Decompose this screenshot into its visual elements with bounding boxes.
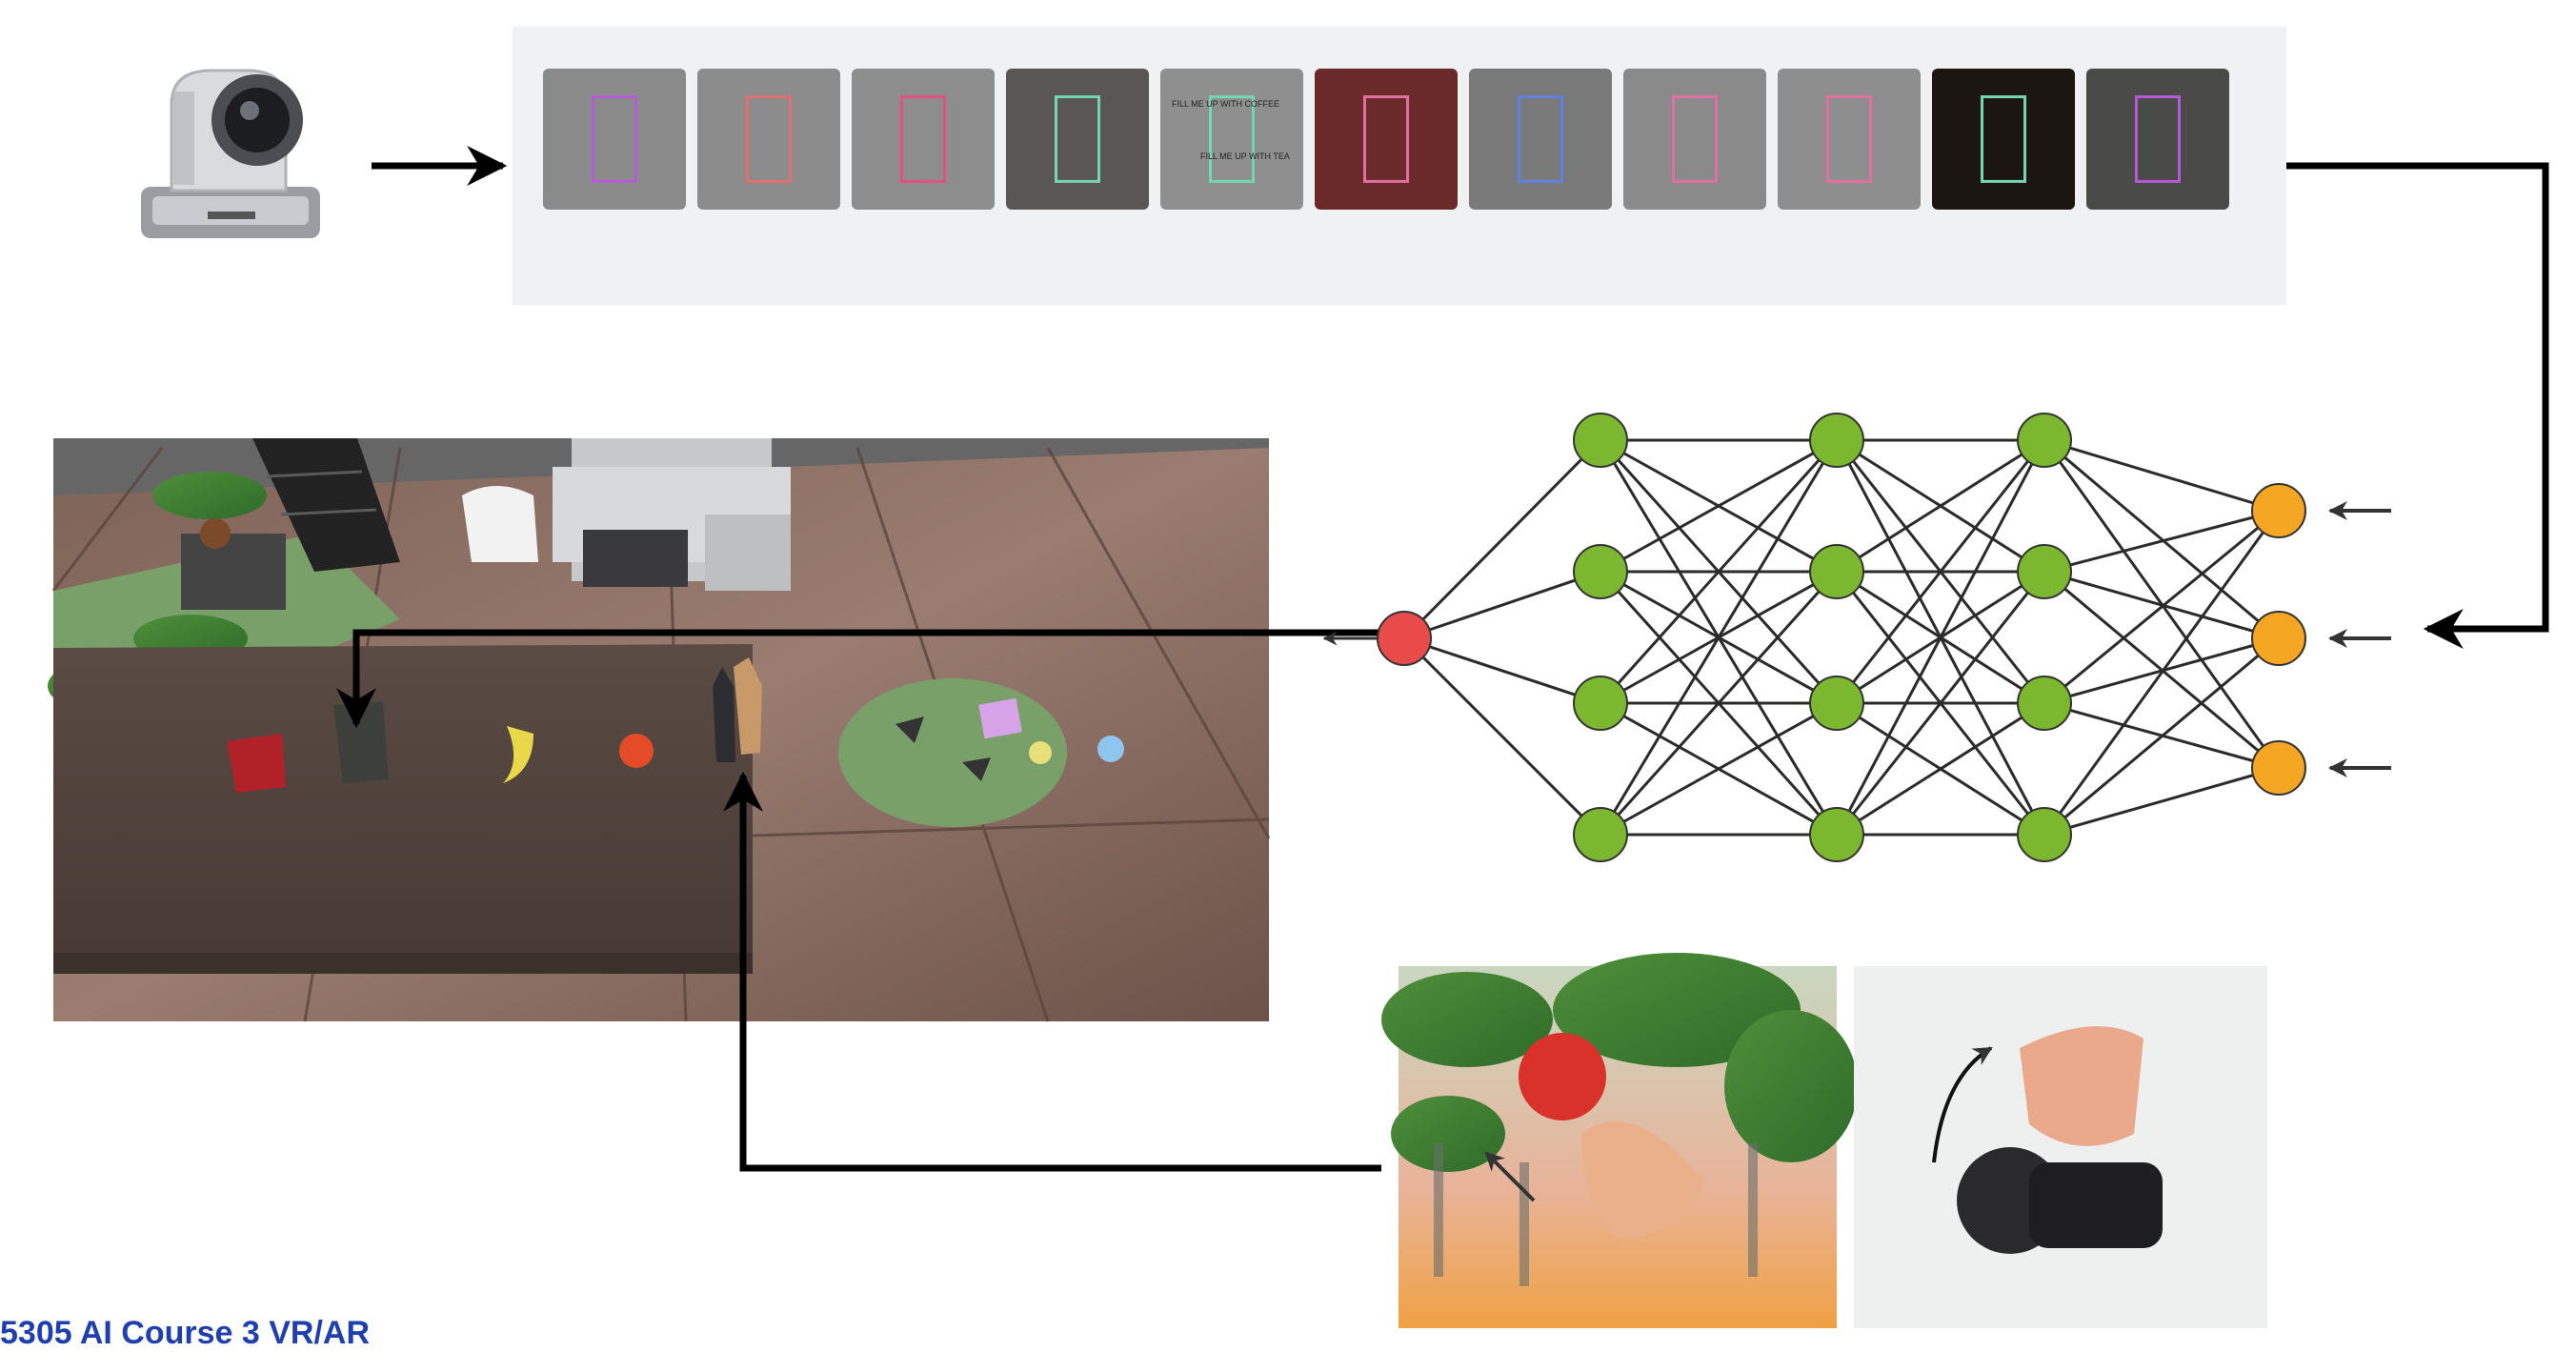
thumb-banana-3: [1778, 69, 1921, 210]
thumb-teacup: [1932, 69, 2075, 210]
ptz-camera-icon: [141, 69, 320, 238]
thumb-apples: [1315, 69, 1458, 210]
haptic-controller-image: [1854, 966, 2267, 1328]
hidden-node-2-1: [2017, 413, 2072, 468]
thumb-apple-blur: [697, 69, 840, 210]
vr-apple-grab-image: [1381, 953, 1858, 1328]
vr-scene-render: [48, 438, 1271, 1022]
hidden-node-3-1: [1809, 413, 1864, 468]
input-node-1-3: [2251, 740, 2306, 796]
thumb-bottle-rock: [2086, 69, 2229, 210]
hidden-node-2-4: [2017, 807, 2072, 862]
bottle-object: [713, 667, 735, 762]
input-node-1-1: [2251, 483, 2306, 538]
thumb-mug: [1006, 69, 1149, 210]
hand-avatar: [734, 657, 762, 755]
hidden-node-4-3: [1573, 676, 1628, 731]
thumb-banana: [852, 69, 995, 210]
thumb-banana-2: [1623, 69, 1766, 210]
neural-network: [1377, 413, 2306, 862]
hidden-node-4-4: [1573, 807, 1628, 862]
haptics-to-scene-arrow: [723, 771, 1381, 1172]
hidden-node-2-2: [2017, 544, 2072, 599]
image-dataset-strip: FILL ME UP WITH COFFEE FILL ME UP WITH TE…: [513, 27, 2286, 305]
input-node-1-2: [2251, 611, 2306, 666]
hidden-node-3-2: [1809, 544, 1864, 599]
thumb-coffee-mugs: FILL ME UP WITH COFFEE FILL ME UP WITH TE…: [1160, 69, 1303, 210]
mug-text: FILL ME UP WITH TEA: [1200, 151, 1290, 161]
thumb-thermos: [1469, 69, 1612, 210]
course-title: 5305 AI Course 3 VR/AR: [0, 1315, 370, 1351]
hidden-node-4-1: [1573, 413, 1628, 468]
hidden-node-3-4: [1809, 807, 1864, 862]
red-mug: [227, 734, 286, 793]
thumb-bottle: [543, 69, 686, 210]
network-to-scene-arrow: [336, 629, 1408, 729]
hidden-node-3-3: [1809, 676, 1864, 731]
gray-mug: [333, 701, 389, 783]
banana-object: [503, 726, 533, 783]
hidden-node-4-2: [1573, 544, 1628, 599]
apple-object: [619, 734, 654, 768]
network-edges: [1402, 438, 2281, 837]
mug-text: FILL ME UP WITH COFFEE: [1172, 99, 1279, 109]
hidden-node-2-3: [2017, 676, 2072, 731]
output-node-5-1: [1377, 611, 1432, 666]
dataset-to-network-arrow: [2286, 162, 2549, 649]
